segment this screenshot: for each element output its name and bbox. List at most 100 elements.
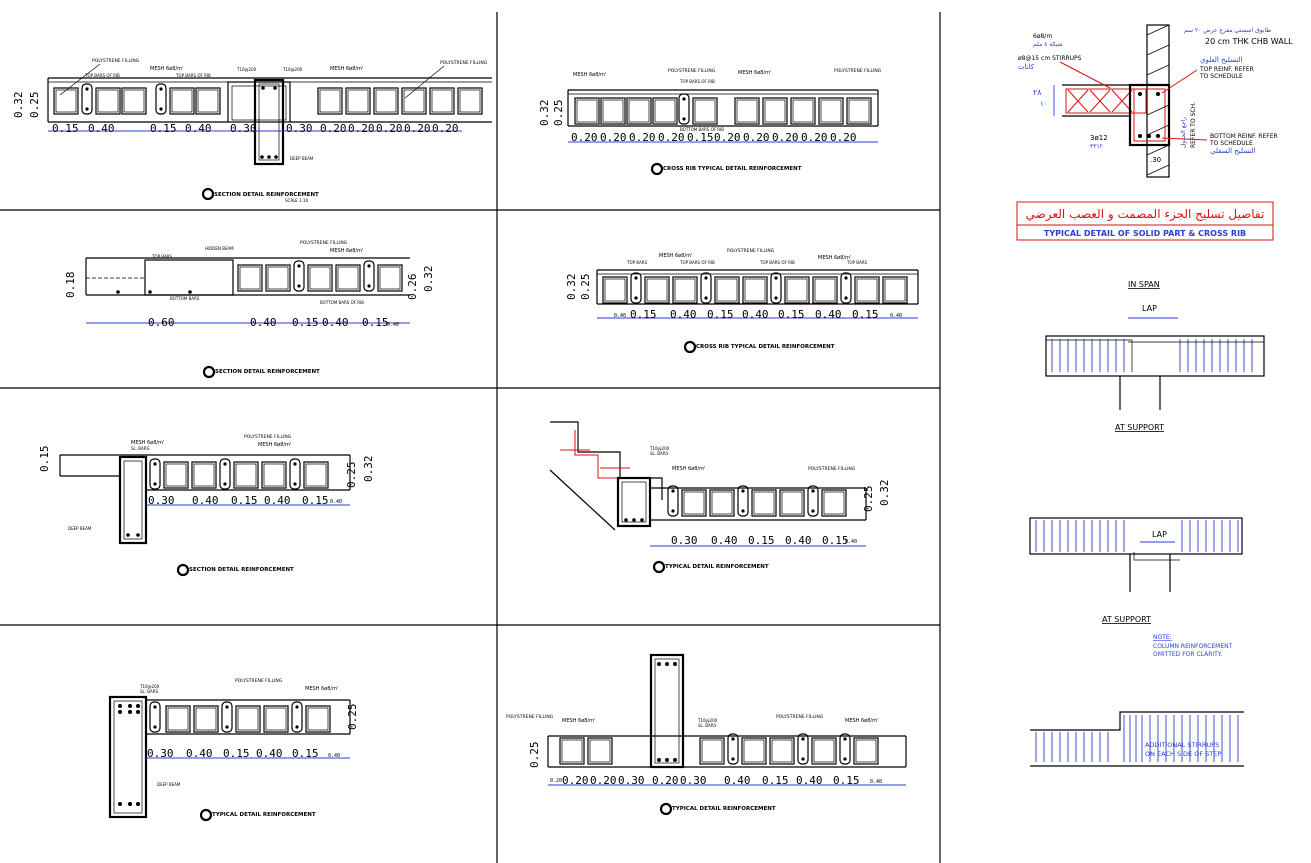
note-text: TOP BARS xyxy=(846,260,868,265)
panel-section-3: 0.30 0.40 0.15 0.40 0.15 0.40 0.15 0.25 … xyxy=(38,434,375,577)
detail-title: SECTION DETAIL REINFORCEMENT xyxy=(215,369,320,375)
note-text: MESH 6ø8/m' xyxy=(738,70,771,76)
note-text: REFER TO SCH. xyxy=(1190,102,1197,148)
note-text: ON EACH SIDE OF STEP xyxy=(1145,750,1221,758)
note-text: POLYSTRENE FILLING xyxy=(92,58,140,64)
note-text: BOTTOM BARS OF RIB xyxy=(680,127,724,132)
note-text: MESH 6ø8/m' xyxy=(562,718,595,724)
dim-text: 0.25 xyxy=(345,462,358,489)
dim-text: 0.40 xyxy=(185,122,212,135)
panel-typical-2: 0.30 0.40 0.15 0.40 0.15 0.40 0.25 T10@2… xyxy=(108,678,359,822)
dim-text: 0.20 xyxy=(772,131,799,144)
dim-text: 0.26 xyxy=(406,274,419,301)
note-text: POLYSTRENE FILLING xyxy=(668,68,716,74)
note-text: TOP BARS OF RIB xyxy=(759,260,795,265)
detail-title: TYPICAL DETAIL REINFORCEMENT xyxy=(672,806,776,812)
note-text: MESH 6ø8/m' xyxy=(845,718,878,724)
dim-text: 0.15 xyxy=(292,316,319,329)
note-text: التسليح السفلي xyxy=(1210,147,1256,155)
dim-text: 0.32 xyxy=(362,456,375,483)
dim-text: 0.20 xyxy=(652,774,679,787)
detail-title: TYPICAL DETAIL REINFORCEMENT xyxy=(665,564,769,570)
panel-section-1: 0.15 0.40 0.15 0.40 0.30 0.30 0.20 0.20 … xyxy=(12,58,492,203)
note-text: T10@200 xyxy=(139,684,160,689)
note-text: BOTTOM BARS xyxy=(170,296,200,301)
note-text: T10@200 xyxy=(236,67,257,72)
detail-title: CROSS RIB TYPICAL DETAIL REINFORCEMENT xyxy=(696,344,835,350)
dim-text: 0.15 xyxy=(231,494,258,507)
dim-text: 0.40 xyxy=(186,747,213,760)
note-text: طابوق اسمنتي مفرغ عرض ٢٠ سم xyxy=(1184,27,1271,34)
detail-title: CROSS RIB TYPICAL DETAIL REINFORCEMENT xyxy=(663,166,802,172)
dim-text: 0.15 xyxy=(852,308,879,321)
note-text: ٣٣١٢ xyxy=(1090,143,1103,150)
note-text: TOP BARS OF RIB xyxy=(679,79,715,84)
dim-text: 0.25 xyxy=(862,486,875,513)
note-text: MESH 6ø8/m' xyxy=(659,253,692,259)
note-text: DEEP BEAM xyxy=(68,526,92,531)
dim-text: 0.15 xyxy=(38,446,51,473)
note-text: MESH 6ø8/m' xyxy=(131,440,164,446)
note-text: TOP BARS xyxy=(151,254,173,259)
dim-text: 0.15 xyxy=(748,534,775,547)
dim-text: 0.30 xyxy=(286,122,313,135)
note-text: POLYSTRENE FILLING xyxy=(300,240,348,246)
note-text: 6ø8/m xyxy=(1033,33,1052,40)
dim-text: 0.30 xyxy=(671,534,698,547)
dim-text: 0.40 xyxy=(796,774,823,787)
dim-text: 0.40 xyxy=(322,316,349,329)
dim-text: 0.20 xyxy=(629,131,656,144)
note-heading: NOTE: xyxy=(1153,634,1172,641)
note-text: POLYSTRENE FILLING xyxy=(506,714,554,720)
note-text: MESH 6ø8/m' xyxy=(150,66,183,72)
dim-text: 0.40 xyxy=(890,313,902,319)
note-text: راجع الجدول xyxy=(1180,117,1187,148)
dim-text: 0.40 xyxy=(192,494,219,507)
dim-text: 0.15 xyxy=(822,534,849,547)
dim-text: 0.15 xyxy=(707,308,734,321)
note-text: TOP REINF. REFER xyxy=(1199,66,1254,73)
dim-text: 0.15 xyxy=(362,316,389,329)
dim-text: 0.15 xyxy=(687,131,714,144)
panel-typical-3: 0.20 0.20 0.20 0.30 0.20 0.30 0.40 0.15 … xyxy=(506,653,907,816)
dim-text: ١٠ xyxy=(1040,100,1048,108)
dim-text: 0.20 xyxy=(830,131,857,144)
note-text: MESH 6ø8/m' xyxy=(305,686,338,692)
dim-text: 0.20 xyxy=(658,131,685,144)
detail-title: SECTION DETAIL REINFORCEMENT xyxy=(214,192,319,198)
dim-text: 0.40 xyxy=(330,499,342,505)
note-text: T10@200 xyxy=(697,718,718,723)
note-text: TOP BARS xyxy=(626,260,648,265)
dim-text: 0.40 xyxy=(614,313,626,319)
note-text: SL. BARS xyxy=(698,723,717,728)
sub-title: AT SUPPORT xyxy=(1102,615,1151,624)
note-text: ø8@15 cm STIRRUPS xyxy=(1018,55,1082,62)
note-text: BOTTOM REINF. REFER xyxy=(1210,133,1278,140)
detail-title: SECTION DETAIL REINFORCEMENT xyxy=(189,567,294,573)
dim-text: 0.15 xyxy=(150,122,177,135)
dim-text: 0.32 xyxy=(565,274,578,301)
note-text: 20 cm THK CHB WALL xyxy=(1205,37,1293,46)
dim-text: 0.15 xyxy=(630,308,657,321)
note-text: POLYSTRENE FILLING xyxy=(727,248,775,254)
dim-text: 0.32 xyxy=(12,92,25,119)
detail-title: TYPICAL DETAIL REINFORCEMENT xyxy=(212,812,316,818)
lap-label: LAP xyxy=(1152,530,1167,539)
dim-text: 0.20 xyxy=(348,122,375,135)
dim-text: 0.30 xyxy=(680,774,707,787)
note-text: SL. BARS xyxy=(131,446,150,451)
note-text: MESH 6ø8/m' xyxy=(573,72,606,78)
note-text: MESH 6ø8/m' xyxy=(672,466,705,472)
note-text: POLYSTRENE FILLING xyxy=(440,60,488,66)
note-text: التسليح العلوي xyxy=(1200,56,1243,64)
note-text: MESH 6ø8/m' xyxy=(258,442,291,448)
dim-text: 0.40 xyxy=(264,494,291,507)
note-text: POLYSTRENE FILLING xyxy=(244,434,292,440)
detail-title-en: TYPICAL DETAIL OF SOLID PART & CROSS RIB xyxy=(1044,229,1246,238)
dim-text: 0.20 xyxy=(571,131,598,144)
dim-text: 0.20 xyxy=(801,131,828,144)
dim-text: 0.40 xyxy=(785,534,812,547)
dim-text: 0.30 xyxy=(147,747,174,760)
detail-title-ar: تفاصيل تسليح الجزء المصمت و العصب العرضي xyxy=(1026,207,1265,222)
